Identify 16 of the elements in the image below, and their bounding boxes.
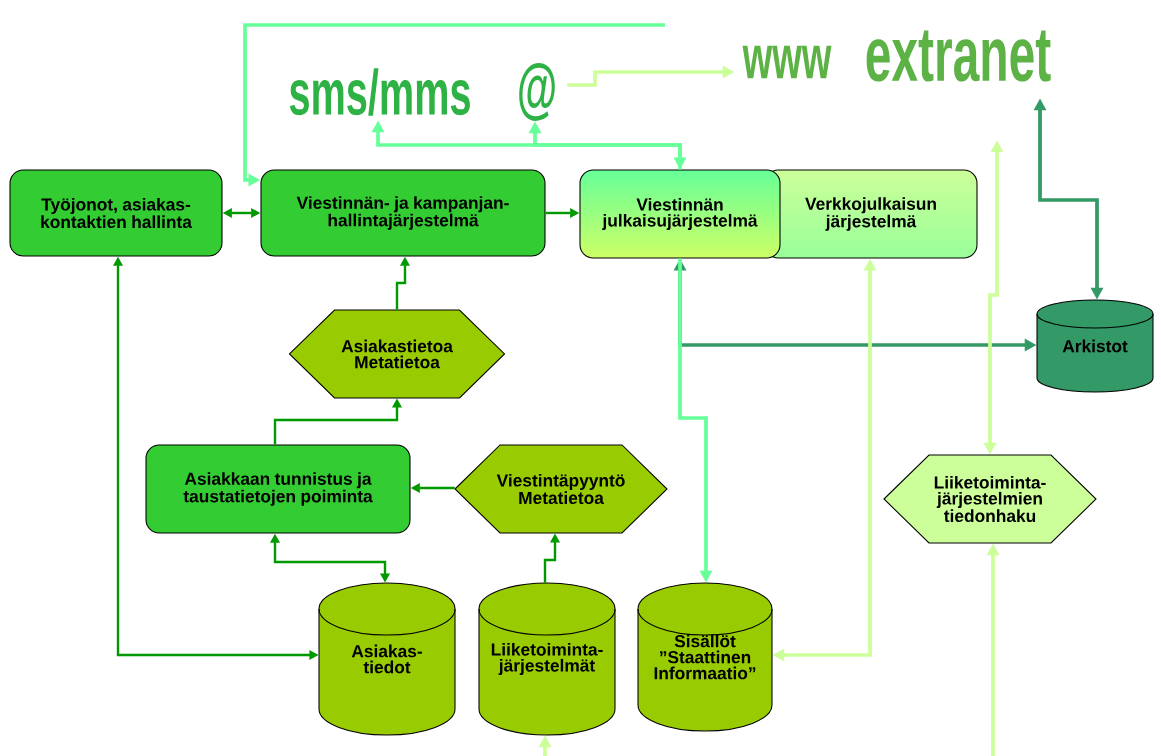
word-art-text: sms/mms (289, 68, 470, 116)
process-box: Viestinnän julkaisujärjestelmä (579, 169, 781, 259)
database-cylinder: Asiakas- tiedot (318, 582, 456, 736)
process-box: Asiakkaan tunnistus ja taustatietojen poiminta (145, 444, 411, 534)
word-art-text: @ (519, 63, 555, 121)
process-box: Työjonot, asiakas- kontaktien hallinta (9, 169, 223, 257)
data-hexagon: Liiketoiminta- järjestelmien tiedonhaku (883, 454, 1097, 544)
database-cylinder: Liiketoiminta- järjestelmät (478, 582, 616, 736)
process-box: Viestinnän- ja kampanjan- hallintajärjestelmä (260, 169, 546, 257)
process-box: Verkkojulkaisun järjestelmä (764, 169, 978, 259)
word-art-text: extranet (866, 30, 1051, 82)
database-cylinder: Sisällöt ”Staattinen Informaatio” (637, 582, 773, 732)
database-cylinder: Arkistot (1036, 299, 1154, 393)
word-art-text: www (742, 45, 832, 79)
data-hexagon: Asiakastietoa Metatietoa (288, 309, 506, 399)
data-hexagon: Viestintäpyyntö Metatietoa (454, 444, 668, 534)
